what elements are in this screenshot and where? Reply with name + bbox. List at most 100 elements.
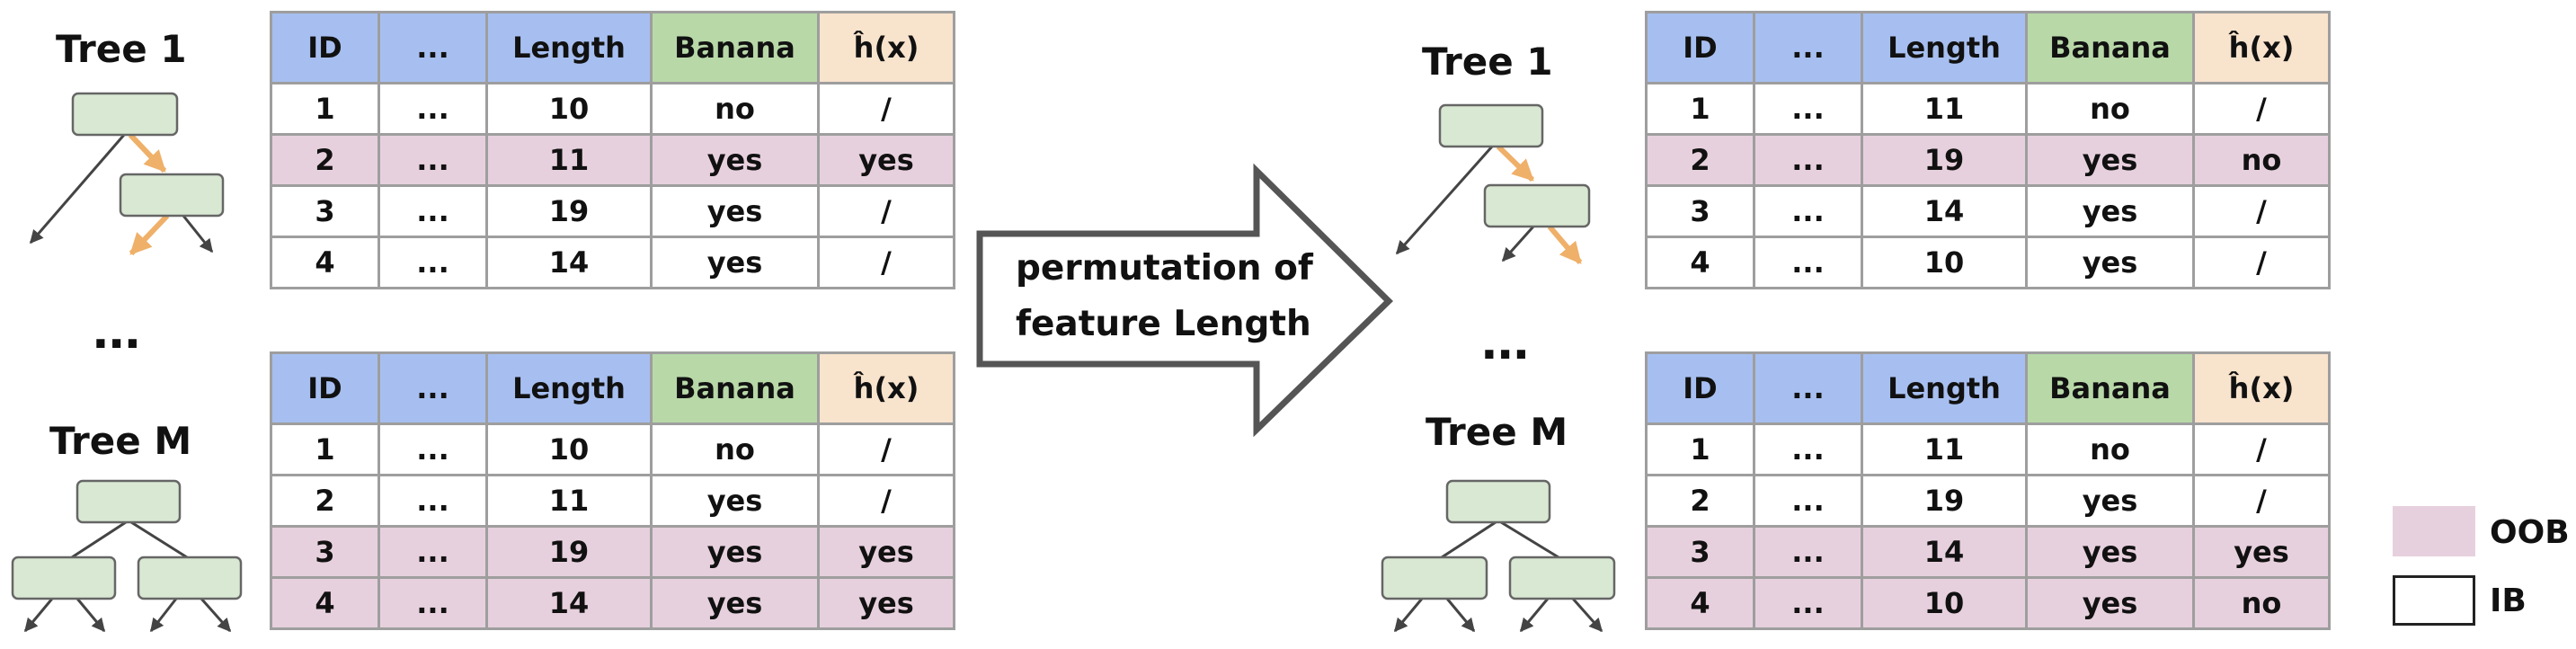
legend-oob-swatch	[2393, 506, 2475, 556]
col-header-length: Length	[485, 351, 653, 425]
left-tree1-label: Tree 1	[56, 27, 187, 71]
cell-length: 19	[485, 184, 653, 238]
legend-ib-swatch	[2393, 575, 2475, 626]
table-header-row: ID ... Length Banana ĥ(x)	[1645, 11, 2331, 84]
col-header-banana: Banana	[650, 351, 820, 425]
left-tree1-diagram	[29, 92, 225, 256]
table-header-row: ID ... Length Banana ĥ(x)	[270, 11, 955, 84]
cell-id: 1	[270, 422, 380, 476]
cell-dots: ...	[378, 525, 488, 579]
cell-h: /	[817, 82, 955, 136]
cell-length: 10	[485, 422, 653, 476]
col-header-id: ID	[270, 11, 380, 84]
cell-length: 10	[485, 82, 653, 136]
cell-length: 11	[1861, 422, 2028, 476]
cell-h: /	[2192, 82, 2331, 136]
cell-dots: ...	[378, 133, 488, 187]
cell-banana: yes	[2025, 236, 2195, 289]
col-header-banana: Banana	[2025, 11, 2195, 84]
cell-dots: ...	[378, 576, 488, 630]
cell-dots: ...	[1753, 184, 1863, 238]
cell-banana: yes	[650, 576, 820, 630]
arrow-label-line2: feature Length	[1016, 304, 1311, 344]
col-header-length: Length	[1861, 11, 2028, 84]
cell-dots: ...	[1753, 525, 1863, 579]
cell-h: /	[817, 236, 955, 289]
cell-banana: no	[650, 422, 820, 476]
cell-length: 19	[1861, 133, 2028, 187]
cell-dots: ...	[378, 82, 488, 136]
cell-banana: yes	[2025, 525, 2195, 579]
legend-ib-label: IB	[2490, 582, 2527, 619]
cell-banana: yes	[650, 236, 820, 289]
cell-id: 1	[270, 82, 380, 136]
cell-id: 3	[1645, 184, 1755, 238]
cell-length: 14	[485, 236, 653, 289]
arrow-label: permutation of feature Length	[1016, 241, 1313, 352]
cell-id: 4	[270, 576, 380, 630]
col-header-id: ID	[270, 351, 380, 425]
col-header-banana: Banana	[650, 11, 820, 84]
cell-id: 2	[1645, 133, 1755, 187]
cell-banana: yes	[650, 133, 820, 187]
arrow-label-line1: permutation of	[1016, 248, 1313, 289]
cell-banana: yes	[2025, 474, 2195, 528]
col-header-banana: Banana	[2025, 351, 2195, 425]
cell-length: 14	[1861, 184, 2028, 238]
cell-dots: ...	[1753, 422, 1863, 476]
cell-dots: ...	[1753, 82, 1863, 136]
left-ellipsis: ...	[92, 306, 141, 360]
cell-h: yes	[817, 576, 955, 630]
cell-h: /	[2192, 184, 2331, 238]
cell-id: 4	[1645, 576, 1755, 630]
cell-length: 10	[1861, 236, 2028, 289]
cell-banana: yes	[650, 474, 820, 528]
cell-id: 4	[270, 236, 380, 289]
cell-length: 14	[1861, 525, 2028, 579]
cell-banana: yes	[2025, 184, 2195, 238]
cell-id: 2	[1645, 474, 1755, 528]
cell-dots: ...	[1753, 474, 1863, 528]
col-header-dots: ...	[378, 11, 488, 84]
cell-dots: ...	[378, 422, 488, 476]
cell-id: 2	[270, 133, 380, 187]
table-header-row: ID ... Length Banana ĥ(x)	[270, 351, 955, 425]
cell-id: 3	[1645, 525, 1755, 579]
cell-id: 4	[1645, 236, 1755, 289]
cell-banana: no	[2025, 82, 2195, 136]
left-treeM-diagram	[11, 479, 243, 633]
cell-dots: ...	[1753, 236, 1863, 289]
cell-h: yes	[2192, 525, 2331, 579]
cell-banana: yes	[650, 525, 820, 579]
cell-length: 19	[1861, 474, 2028, 528]
cell-dots: ...	[378, 236, 488, 289]
cell-h: /	[817, 184, 955, 238]
col-header-h: ĥ(x)	[2192, 11, 2331, 84]
cell-h: yes	[817, 133, 955, 187]
cell-banana: no	[650, 82, 820, 136]
cell-h: yes	[817, 525, 955, 579]
cell-h: /	[817, 474, 955, 528]
cell-h: no	[2192, 133, 2331, 187]
cell-h: /	[2192, 474, 2331, 528]
col-header-id: ID	[1645, 351, 1755, 425]
cell-h: /	[817, 422, 955, 476]
col-header-dots: ...	[378, 351, 488, 425]
cell-length: 11	[485, 474, 653, 528]
cell-h: /	[2192, 236, 2331, 289]
col-header-length: Length	[1861, 351, 2028, 425]
